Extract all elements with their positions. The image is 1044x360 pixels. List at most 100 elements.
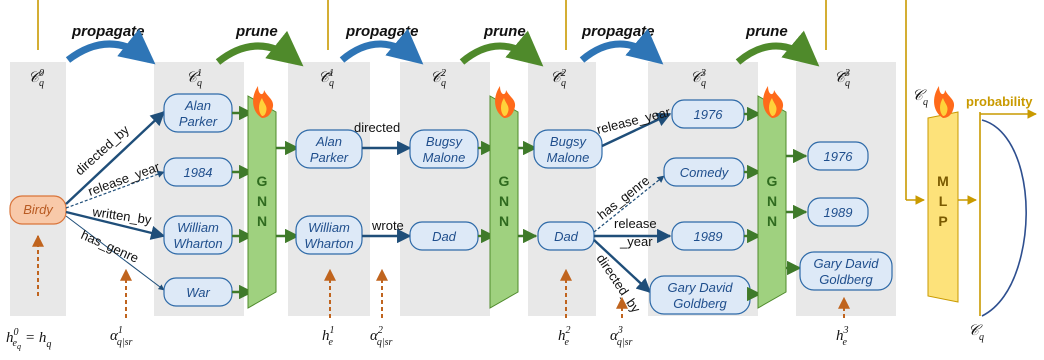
column-2-entities: Alan Parker William Wharton	[295, 129, 363, 255]
gnn3-letter-n2: N	[767, 213, 777, 229]
gnn1-letter-g: G	[257, 173, 268, 189]
prune-arrow-2	[459, 30, 544, 67]
probability-label: probability	[966, 94, 1033, 109]
rel-has-genre-2: has_genre	[595, 173, 653, 223]
gnn1-letter-n1: N	[257, 193, 267, 209]
entity-gary-david-goldberg-2	[799, 251, 893, 291]
gnn2-letter-n1: N	[499, 193, 509, 209]
edge-release-year	[65, 170, 165, 209]
rel-release-line2: _year	[619, 234, 653, 249]
rel-written-by: written_by	[91, 204, 153, 227]
entity-1976-2	[807, 141, 869, 171]
entity-bugsy-malone-2	[533, 129, 603, 169]
bottom-input-arrows	[32, 234, 850, 318]
mlp-module: M L P	[927, 111, 959, 303]
gnn2-letter-n2: N	[499, 213, 509, 229]
entity-c6-1-line1: 1989	[824, 205, 853, 220]
prune-arrow-3	[735, 30, 820, 67]
gnn-module-1: G N N	[247, 95, 277, 309]
gnn3-letter-g: G	[767, 173, 778, 189]
edges-from-gnn1	[276, 140, 300, 244]
set-label-cq-bottom: 𝒞q	[968, 323, 984, 343]
gnn1-letter-n2: N	[257, 213, 267, 229]
entity-c3-0-line1: Bugsy	[426, 134, 464, 149]
prob-curve	[981, 119, 1027, 317]
edges-from-gnn2	[518, 140, 538, 244]
propagate-arrows	[65, 28, 664, 65]
column-c2	[400, 62, 490, 316]
rel-directed: directed	[354, 120, 400, 135]
gnn3-letter-n1: N	[767, 193, 777, 209]
entity-c6-2-line2: Goldberg	[819, 272, 873, 287]
fire-icon	[495, 86, 516, 118]
entity-c5-0-line1: 1976	[694, 107, 724, 122]
mlp-letter-m: M	[937, 173, 949, 189]
entity-c2-0-line2: Parker	[310, 150, 349, 165]
fire-icon	[253, 86, 274, 118]
entity-c2-1-line1: William	[308, 220, 350, 235]
column-5-entities: 1976 Comedy 1989 Gary David Goldberg	[649, 99, 751, 315]
propagate-label-3: propagate	[581, 23, 655, 40]
edge-directed-by	[65, 111, 166, 205]
rel-has-genre: has_genre	[79, 227, 141, 266]
entity-c4-0-line2: Malone	[547, 150, 590, 165]
entity-c1-2-line1: William	[177, 220, 219, 235]
prune-label-3: prune	[745, 23, 788, 40]
entity-c5-2-line1: 1989	[694, 229, 723, 244]
entity-c5-3-line1: Gary David	[667, 280, 733, 295]
edge-directed-by-3	[593, 239, 652, 293]
rel-release-year: release_year	[86, 159, 162, 199]
fire-icon	[934, 86, 955, 118]
mlp-letter-l: L	[939, 193, 948, 209]
entity-c3-0-line2: Malone	[423, 150, 466, 165]
column-c0	[10, 62, 66, 316]
mlp-letter-p: P	[938, 213, 947, 229]
propagate-label-2: propagate	[345, 23, 419, 40]
entity-c1-1-line1: 1984	[184, 165, 213, 180]
edge-has-genre	[65, 215, 165, 291]
entity-1989-2	[807, 197, 869, 227]
entity-c1-2-line2: Wharton	[173, 236, 222, 251]
entity-c6-0-line1: 1976	[824, 149, 854, 164]
edge-release-year-3	[601, 112, 672, 148]
gnn2-letter-g: G	[499, 173, 510, 189]
entity-query-label: Birdy	[23, 202, 54, 217]
prune-arrow-1	[215, 30, 304, 67]
edges-hop3	[593, 112, 672, 293]
top-gold-lines	[37, 0, 925, 205]
prune-arrows	[215, 30, 820, 67]
entity-c5-3-line2: Goldberg	[673, 296, 727, 311]
gnn-module-3: G N N	[757, 95, 787, 309]
entity-query-birdy	[9, 195, 67, 225]
prune-label-1: prune	[235, 23, 278, 40]
entity-c1-0-line2: Parker	[179, 114, 218, 129]
entity-c1-3-line1: War	[186, 285, 210, 300]
column-4-entities: Bugsy Malone Dad	[533, 129, 603, 251]
entity-c5-1-line1: Comedy	[680, 165, 730, 180]
edges-hop1	[65, 111, 166, 291]
set-label-cq: 𝒞q	[912, 88, 928, 108]
propagate-arrow-1	[65, 28, 156, 65]
rel-release-line1: release	[614, 216, 657, 231]
entity-c4-1-line1: Dad	[554, 229, 579, 244]
column-c2-tilde	[528, 62, 596, 316]
fire-icon	[763, 86, 784, 118]
edge-written-by	[65, 210, 166, 240]
entity-c1-0-line1: Alan	[184, 98, 211, 113]
entity-c6-2-line1: Gary David	[813, 256, 879, 271]
entity-c2-1-line2: Wharton	[304, 236, 353, 251]
